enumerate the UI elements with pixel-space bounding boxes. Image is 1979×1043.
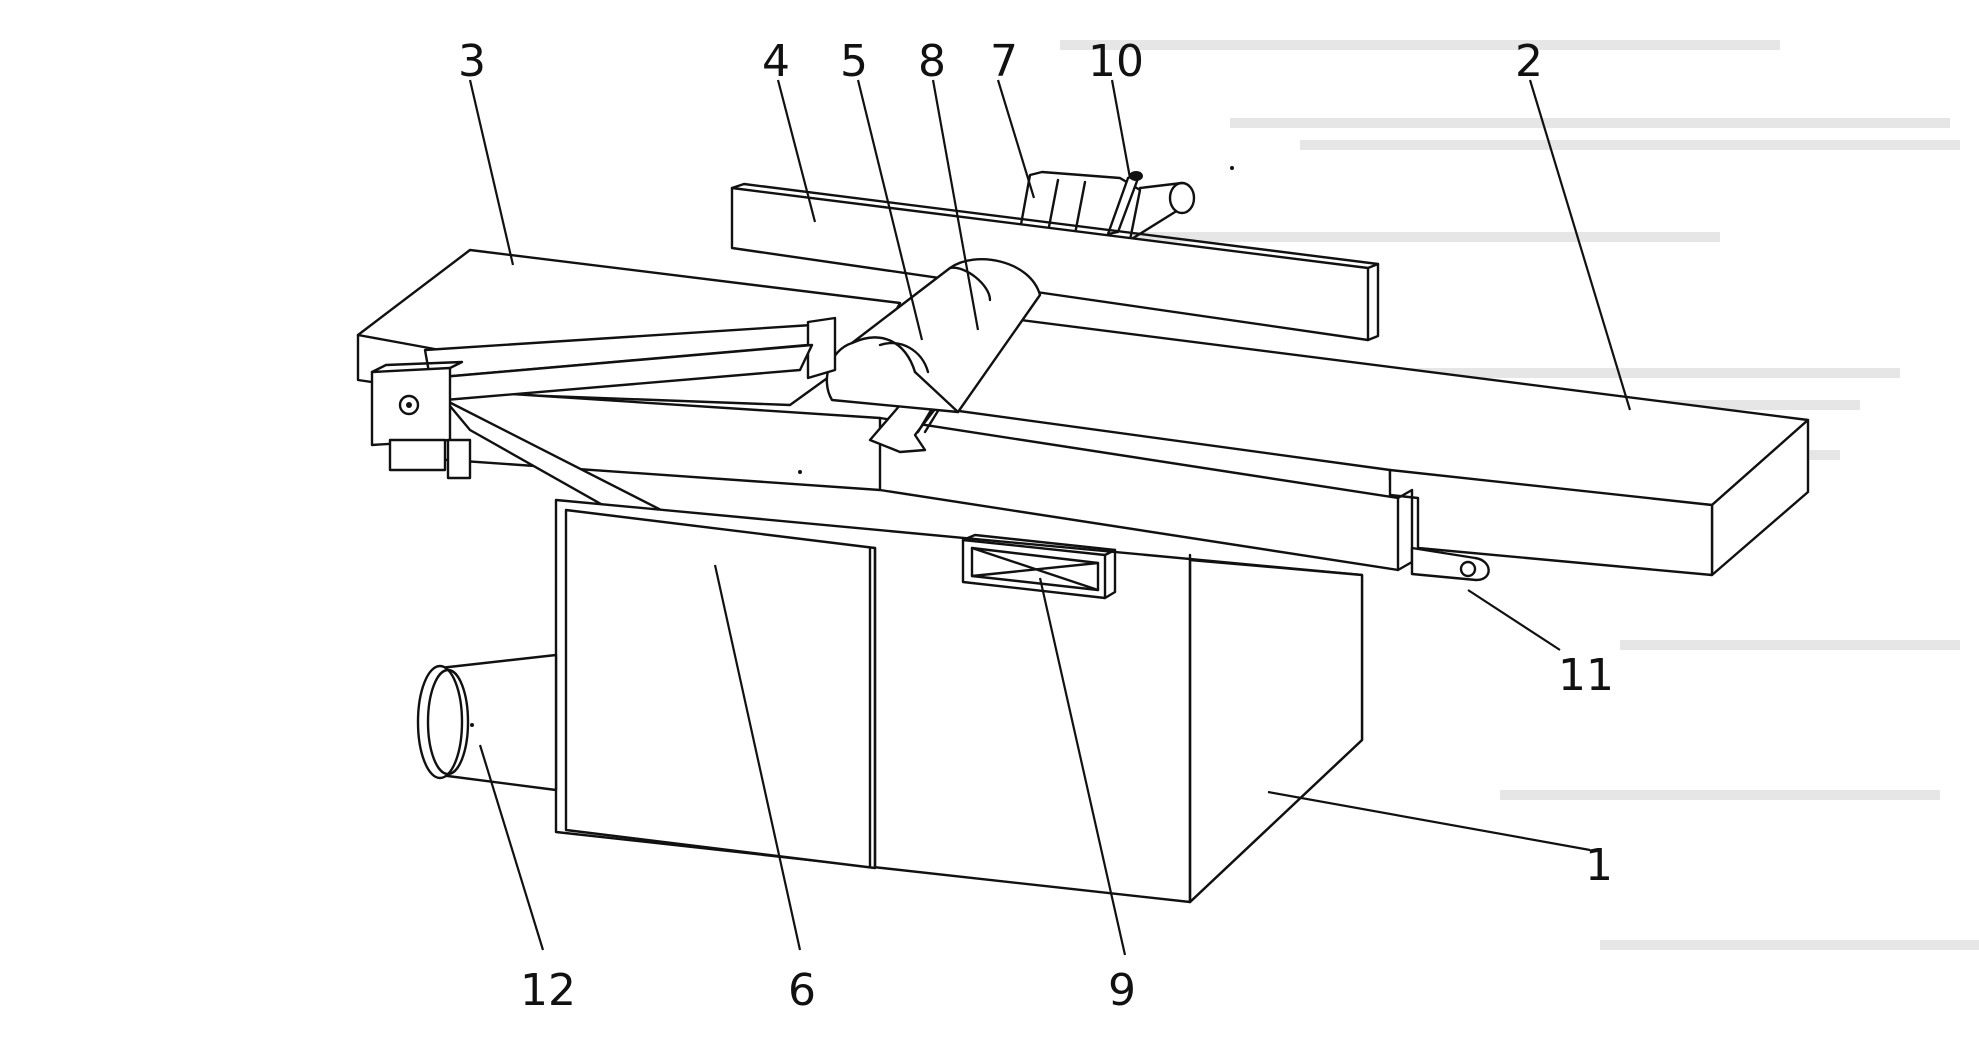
callout-10: 10 <box>1088 36 1144 87</box>
callout-2: 2 <box>1515 36 1543 87</box>
callout-3: 3 <box>458 36 486 87</box>
callout-8: 8 <box>918 36 946 87</box>
side-handle <box>1410 546 1490 582</box>
dust-port <box>416 653 558 792</box>
callout-labels: 3 4 5 8 7 10 2 11 1 9 6 12 <box>458 36 1614 1016</box>
callout-4: 4 <box>762 36 790 87</box>
stray-dot <box>1230 166 1234 170</box>
callout-1: 1 <box>1585 840 1613 891</box>
callout-7: 7 <box>990 36 1018 87</box>
hinge-block <box>370 360 472 480</box>
callout-5: 5 <box>840 36 868 87</box>
callout-11: 11 <box>1558 650 1614 701</box>
fence <box>730 182 1380 342</box>
callout-12: 12 <box>520 965 576 1016</box>
leader-lines <box>468 79 1632 956</box>
callout-6: 6 <box>788 965 816 1016</box>
switch-box <box>961 533 1117 600</box>
machine-base <box>554 498 1364 904</box>
callout-9: 9 <box>1108 965 1136 1016</box>
outfeed-table <box>913 316 1810 577</box>
stray-dot <box>798 470 802 474</box>
